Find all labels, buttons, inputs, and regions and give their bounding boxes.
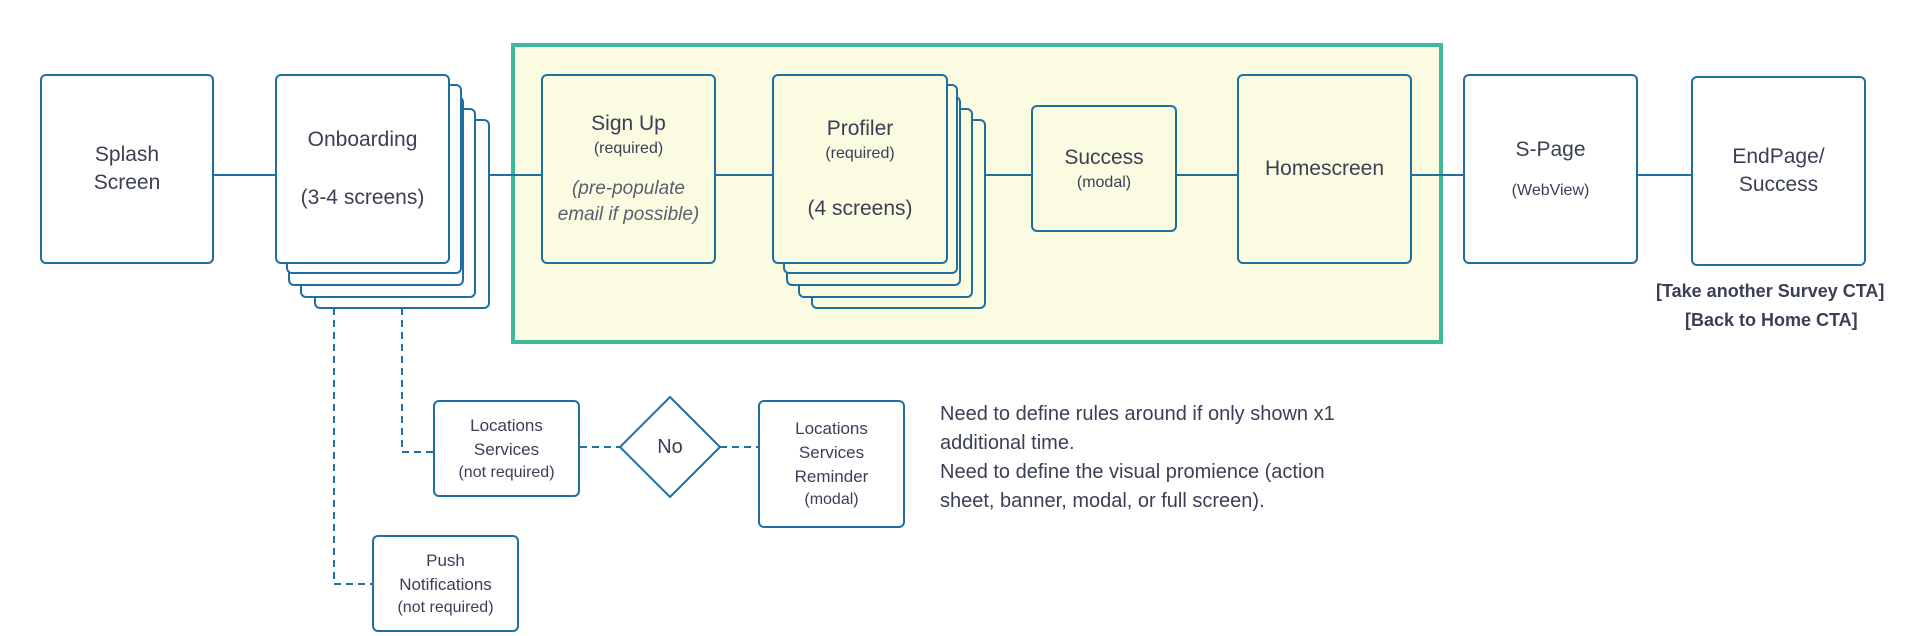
connector-onboarding-push <box>333 308 372 585</box>
push-line2: Notifications <box>399 574 492 594</box>
endpage-line1: EndPage/ <box>1732 145 1825 168</box>
decision-diamond <box>618 395 722 499</box>
splash-line2: Screen <box>93 171 161 194</box>
push-notifications-node[interactable]: Push Notifications (not required) <box>372 535 519 632</box>
locations-line1: Locations <box>470 415 543 435</box>
signup-note-line2: email if possible) <box>557 204 700 225</box>
onboarding-detail: (3-4 screens) <box>300 186 425 209</box>
note-line3: Need to define the visual promience (act… <box>940 461 1325 483</box>
profiler-node[interactable]: Profiler (required) (4 screens) <box>772 74 948 264</box>
push-line1: Push <box>426 550 465 570</box>
spage-node[interactable]: S-Page (WebView) <box>1463 74 1638 264</box>
reminder-line2: Services <box>798 443 865 462</box>
note-line2: additional time. <box>940 432 1075 454</box>
note-line4: sheet, banner, modal, or full screen). <box>940 490 1265 512</box>
onboarding-title: Onboarding <box>307 128 418 151</box>
locations-line2: Services <box>473 439 540 459</box>
spage-webview: (WebView) <box>1511 182 1590 199</box>
profiler-detail: (4 screens) <box>807 197 913 220</box>
profiler-required: (required) <box>825 145 895 162</box>
endpage-line2: Success <box>1738 173 1819 196</box>
reminder-line1: Locations <box>795 419 868 438</box>
success-title: Success <box>1064 145 1144 169</box>
endpage-node[interactable]: EndPage/ Success <box>1691 76 1866 266</box>
design-note: Need to define rules around if only show… <box>940 400 1460 516</box>
cta-take-another-survey: [Take another Survey CTA] <box>1656 281 1885 301</box>
note-line1: Need to define rules around if only show… <box>940 403 1335 425</box>
cta-back-to-home: [Back to Home CTA] <box>1685 310 1858 330</box>
signup-title: Sign Up <box>591 112 666 135</box>
splash-line1: Splash <box>94 143 160 166</box>
locations-not-required: (not required) <box>458 463 555 481</box>
homescreen-node[interactable]: Homescreen <box>1237 74 1412 264</box>
locations-reminder-node[interactable]: Locations Services Reminder (modal) <box>758 400 905 528</box>
onboarding-node[interactable]: Onboarding (3-4 screens) <box>275 74 450 264</box>
profiler-title: Profiler <box>826 117 894 140</box>
success-node[interactable]: Success (modal) <box>1031 105 1177 232</box>
connector-onboarding-locations <box>401 308 433 453</box>
spage-title: S-Page <box>1515 138 1586 161</box>
success-modal: (modal) <box>1076 173 1132 191</box>
reminder-modal: (modal) <box>804 491 859 508</box>
reminder-line3: Reminder <box>794 467 869 486</box>
splash-screen-node[interactable]: Splash Screen <box>40 74 214 264</box>
locations-services-node[interactable]: Locations Services (not required) <box>433 400 580 497</box>
homescreen-title: Homescreen <box>1264 157 1385 180</box>
signup-node[interactable]: Sign Up (required) (pre-populate email i… <box>541 74 716 264</box>
decision-no-label: No <box>657 435 683 458</box>
push-not-required: (not required) <box>397 598 494 616</box>
signup-required: (required) <box>593 140 664 157</box>
signup-note-line1: (pre-populate <box>571 178 686 199</box>
